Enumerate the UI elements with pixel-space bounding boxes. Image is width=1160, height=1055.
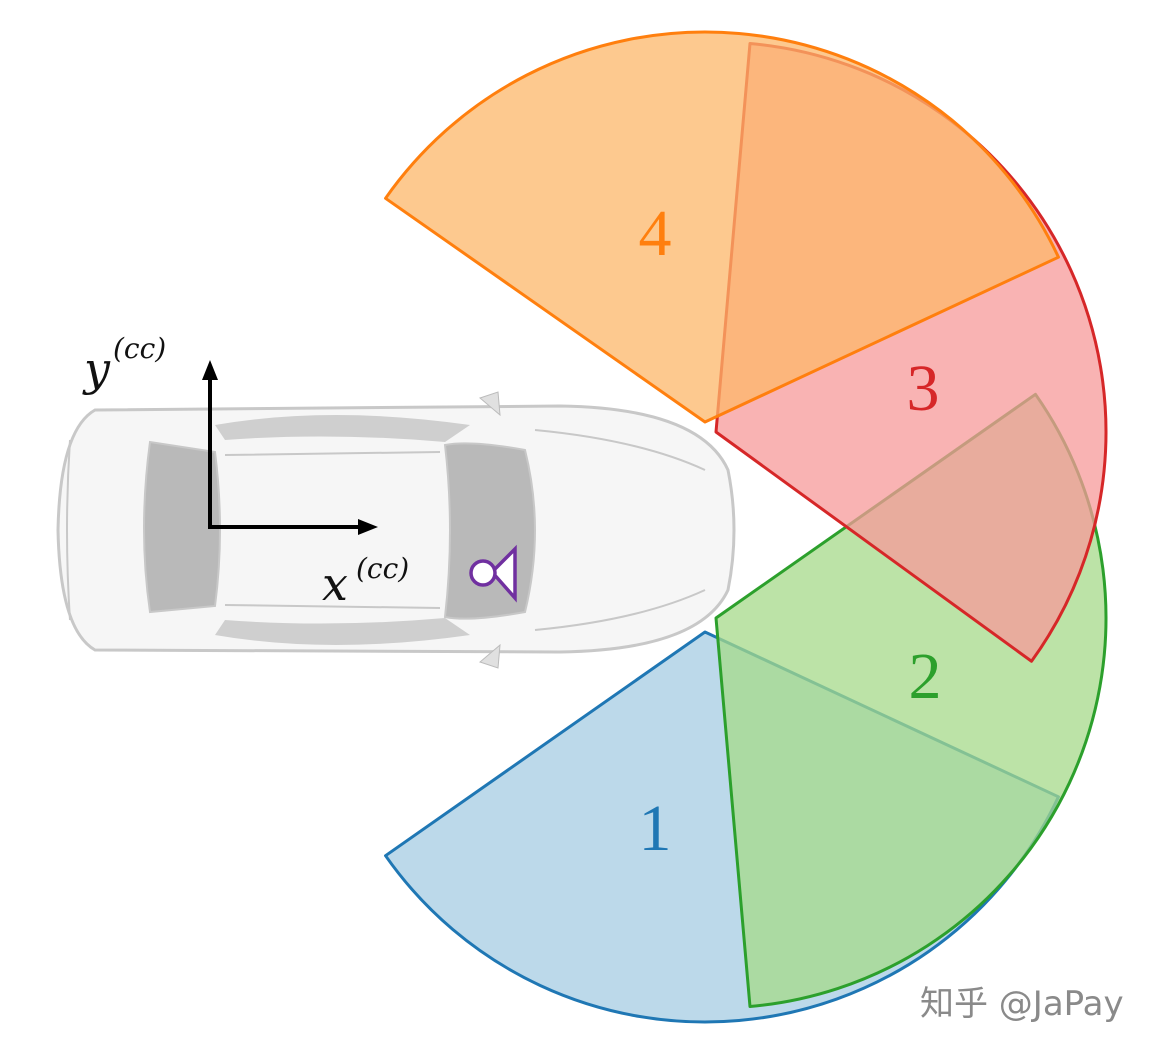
x-axis-superscript: (cc) (356, 552, 409, 585)
sector-label-2: 2 (909, 640, 942, 713)
sector-label-1: 1 (639, 792, 672, 865)
y-axis-superscript: (cc) (113, 332, 166, 365)
coordinate-axes: y (cc) x (cc) (82, 332, 409, 611)
watermark: 知乎 @JaPay (920, 984, 1124, 1024)
sector-label-4: 4 (639, 197, 672, 270)
sector-label-3: 3 (907, 352, 940, 425)
car-top-view (56, 391, 736, 669)
x-axis-label: x (322, 557, 348, 611)
y-arrowhead-icon (202, 360, 218, 380)
y-axis-label: y (82, 342, 111, 396)
sector-4 (384, 30, 1060, 424)
camera-icon (469, 544, 517, 603)
sensor-fov-sectors: 1 2 3 4 (384, 30, 1108, 1024)
x-arrowhead-icon (358, 519, 378, 535)
